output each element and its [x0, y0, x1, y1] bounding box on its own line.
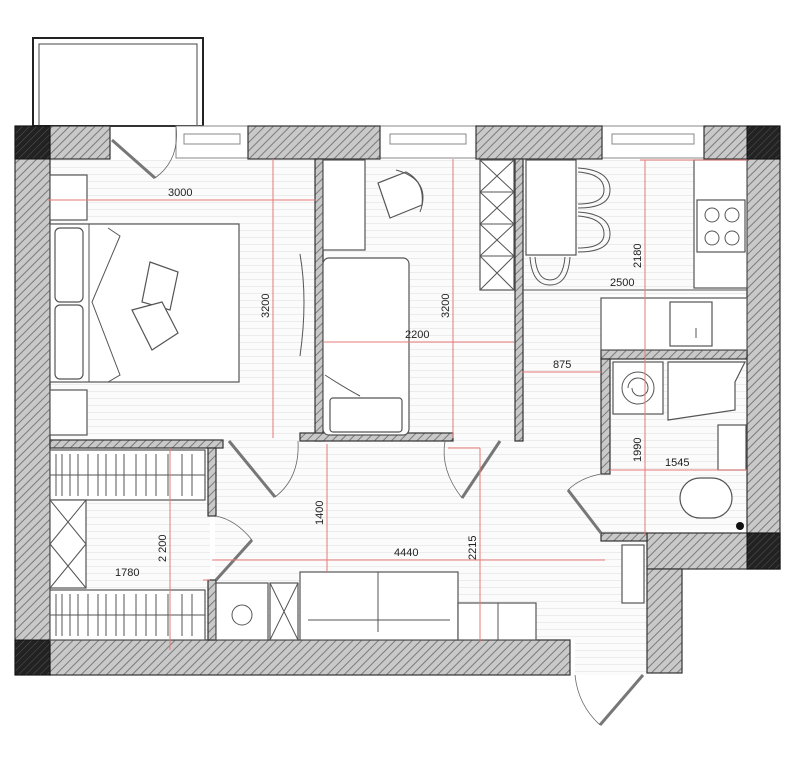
dim-bedroom-width: 3000 [168, 187, 192, 199]
dim-childroom-height: 3200 [440, 294, 452, 318]
doors [111, 125, 645, 726]
walk-in-closet-furniture [49, 449, 206, 641]
dim-bath-height: 1990 [632, 438, 644, 462]
dim-kitchen-width: 2500 [610, 277, 634, 289]
balcony [32, 37, 204, 127]
dimension-lines [48, 159, 747, 650]
dim-hall-height: 2215 [467, 536, 479, 560]
dim-kitchen-gap: 875 [553, 359, 571, 371]
windows [175, 125, 705, 159]
childroom-furniture [322, 159, 424, 436]
dim-hall-width: 4440 [394, 547, 418, 559]
bedroom-furniture [49, 174, 305, 436]
columns [14, 125, 781, 676]
dim-closet-width: 1780 [115, 567, 139, 579]
dim-corridor-height: 1400 [314, 501, 326, 525]
bathroom-fixtures [612, 361, 747, 530]
dim-childroom-width: 2200 [405, 329, 429, 341]
kitchen-furniture [522, 159, 748, 351]
dim-kitchen-height: 2180 [632, 244, 644, 268]
interior-walls [49, 158, 748, 641]
dim-bedroom-height: 3200 [260, 294, 272, 318]
hallway-furniture [215, 544, 645, 641]
dim-closet-height: 2 200 [157, 534, 169, 562]
dim-bath-width: 1545 [665, 457, 689, 469]
dimension-labels: 3000 3200 2200 3200 2500 2180 875 1545 1… [115, 187, 689, 579]
storage-shelves [479, 159, 515, 291]
